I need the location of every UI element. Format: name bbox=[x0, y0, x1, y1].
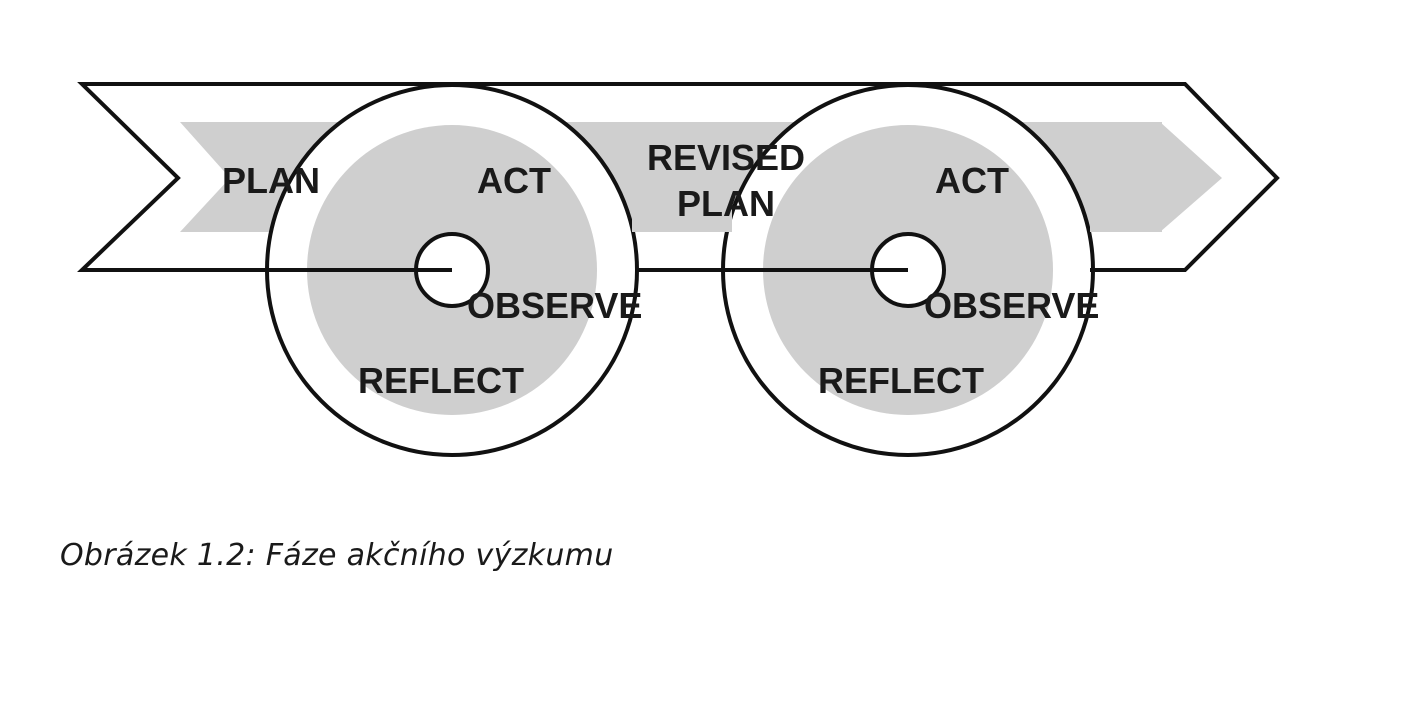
label-revised-plan-line1: REVISED bbox=[647, 137, 805, 178]
label-revised-plan-line2: PLAN bbox=[677, 183, 775, 224]
label-observe-1: OBSERVE bbox=[467, 285, 642, 326]
label-reflect-1: REFLECT bbox=[358, 360, 524, 401]
band-between-loops bbox=[632, 122, 732, 232]
label-observe-2: OBSERVE bbox=[924, 285, 1099, 326]
label-act-1: ACT bbox=[477, 160, 551, 201]
label-act-2: ACT bbox=[935, 160, 1009, 201]
label-reflect-2: REFLECT bbox=[818, 360, 984, 401]
figure-caption: Obrázek 1.2: Fáze akčního výzkumu bbox=[60, 538, 614, 573]
label-plan: PLAN bbox=[222, 160, 320, 201]
band-after-loop-2 bbox=[1090, 122, 1162, 232]
